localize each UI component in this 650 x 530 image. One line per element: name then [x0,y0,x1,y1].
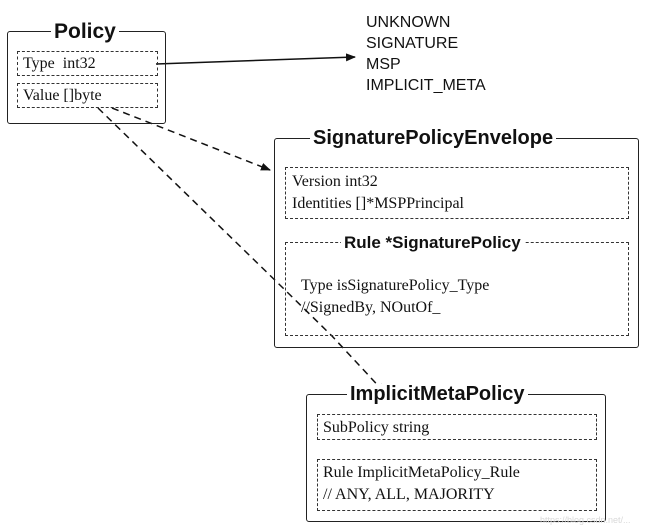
implicit-subpolicy-field: SubPolicy string [317,414,597,440]
signature-policy-rule-title: Rule *SignaturePolicy [341,234,524,251]
implicit-rule-comment-line: // ANY, ALL, MAJORITY [323,485,495,503]
enum-value-implicit-meta: IMPLICIT_META [366,77,486,94]
watermark-text: https://blog.csdn.net/... [540,515,631,525]
policy-title: Policy [51,21,119,42]
signature-policy-type-line: Type isSignaturePolicy_Type [301,277,490,294]
signature-policy-rule-group: Rule *SignaturePolicy Type isSignaturePo… [285,234,629,336]
enum-value-signature: SIGNATURE [366,35,459,52]
enum-value-unknown: UNKNOWN [366,14,451,31]
enum-value-msp: MSP [366,56,401,73]
value-to-implicit-meta-arrow [97,107,386,394]
implicit-rule-type-line: Rule ImplicitMetaPolicy_Rule [323,464,520,481]
policy-value-text: Value []byte [23,87,102,104]
signature-policy-comment-line: //SignedBy, NOutOf_ [301,298,441,316]
value-to-signature-envelope-arrow [111,107,271,171]
implicit-rule-group: Rule ImplicitMetaPolicy_Rule // ANY, ALL… [317,459,597,511]
policy-type-enum-list: UNKNOWN SIGNATURE MSP IMPLICIT_META [366,12,486,96]
policy-type-field: Type int32 [17,51,158,76]
policy-value-field: Value []byte [17,83,158,108]
implicit-meta-policy-box: ImplicitMetaPolicy SubPolicy string Rule… [306,384,606,522]
signature-policy-envelope-title: SignaturePolicyEnvelope [310,128,557,148]
envelope-version-field: Version int32 [292,173,378,190]
policy-type-text: Type int32 [23,55,96,72]
envelope-fields-group: Version int32 Identities []*MSPPrincipal [285,167,629,219]
policy-box: Policy Type int32 Value []byte [7,21,166,124]
implicit-subpolicy-text: SubPolicy string [323,419,430,436]
implicit-meta-policy-title: ImplicitMetaPolicy [347,384,528,404]
type-enum-arrow [155,53,356,65]
signature-policy-envelope-box: SignaturePolicyEnvelope Version int32 Id… [274,128,639,348]
envelope-identities-field: Identities []*MSPPrincipal [292,194,464,212]
